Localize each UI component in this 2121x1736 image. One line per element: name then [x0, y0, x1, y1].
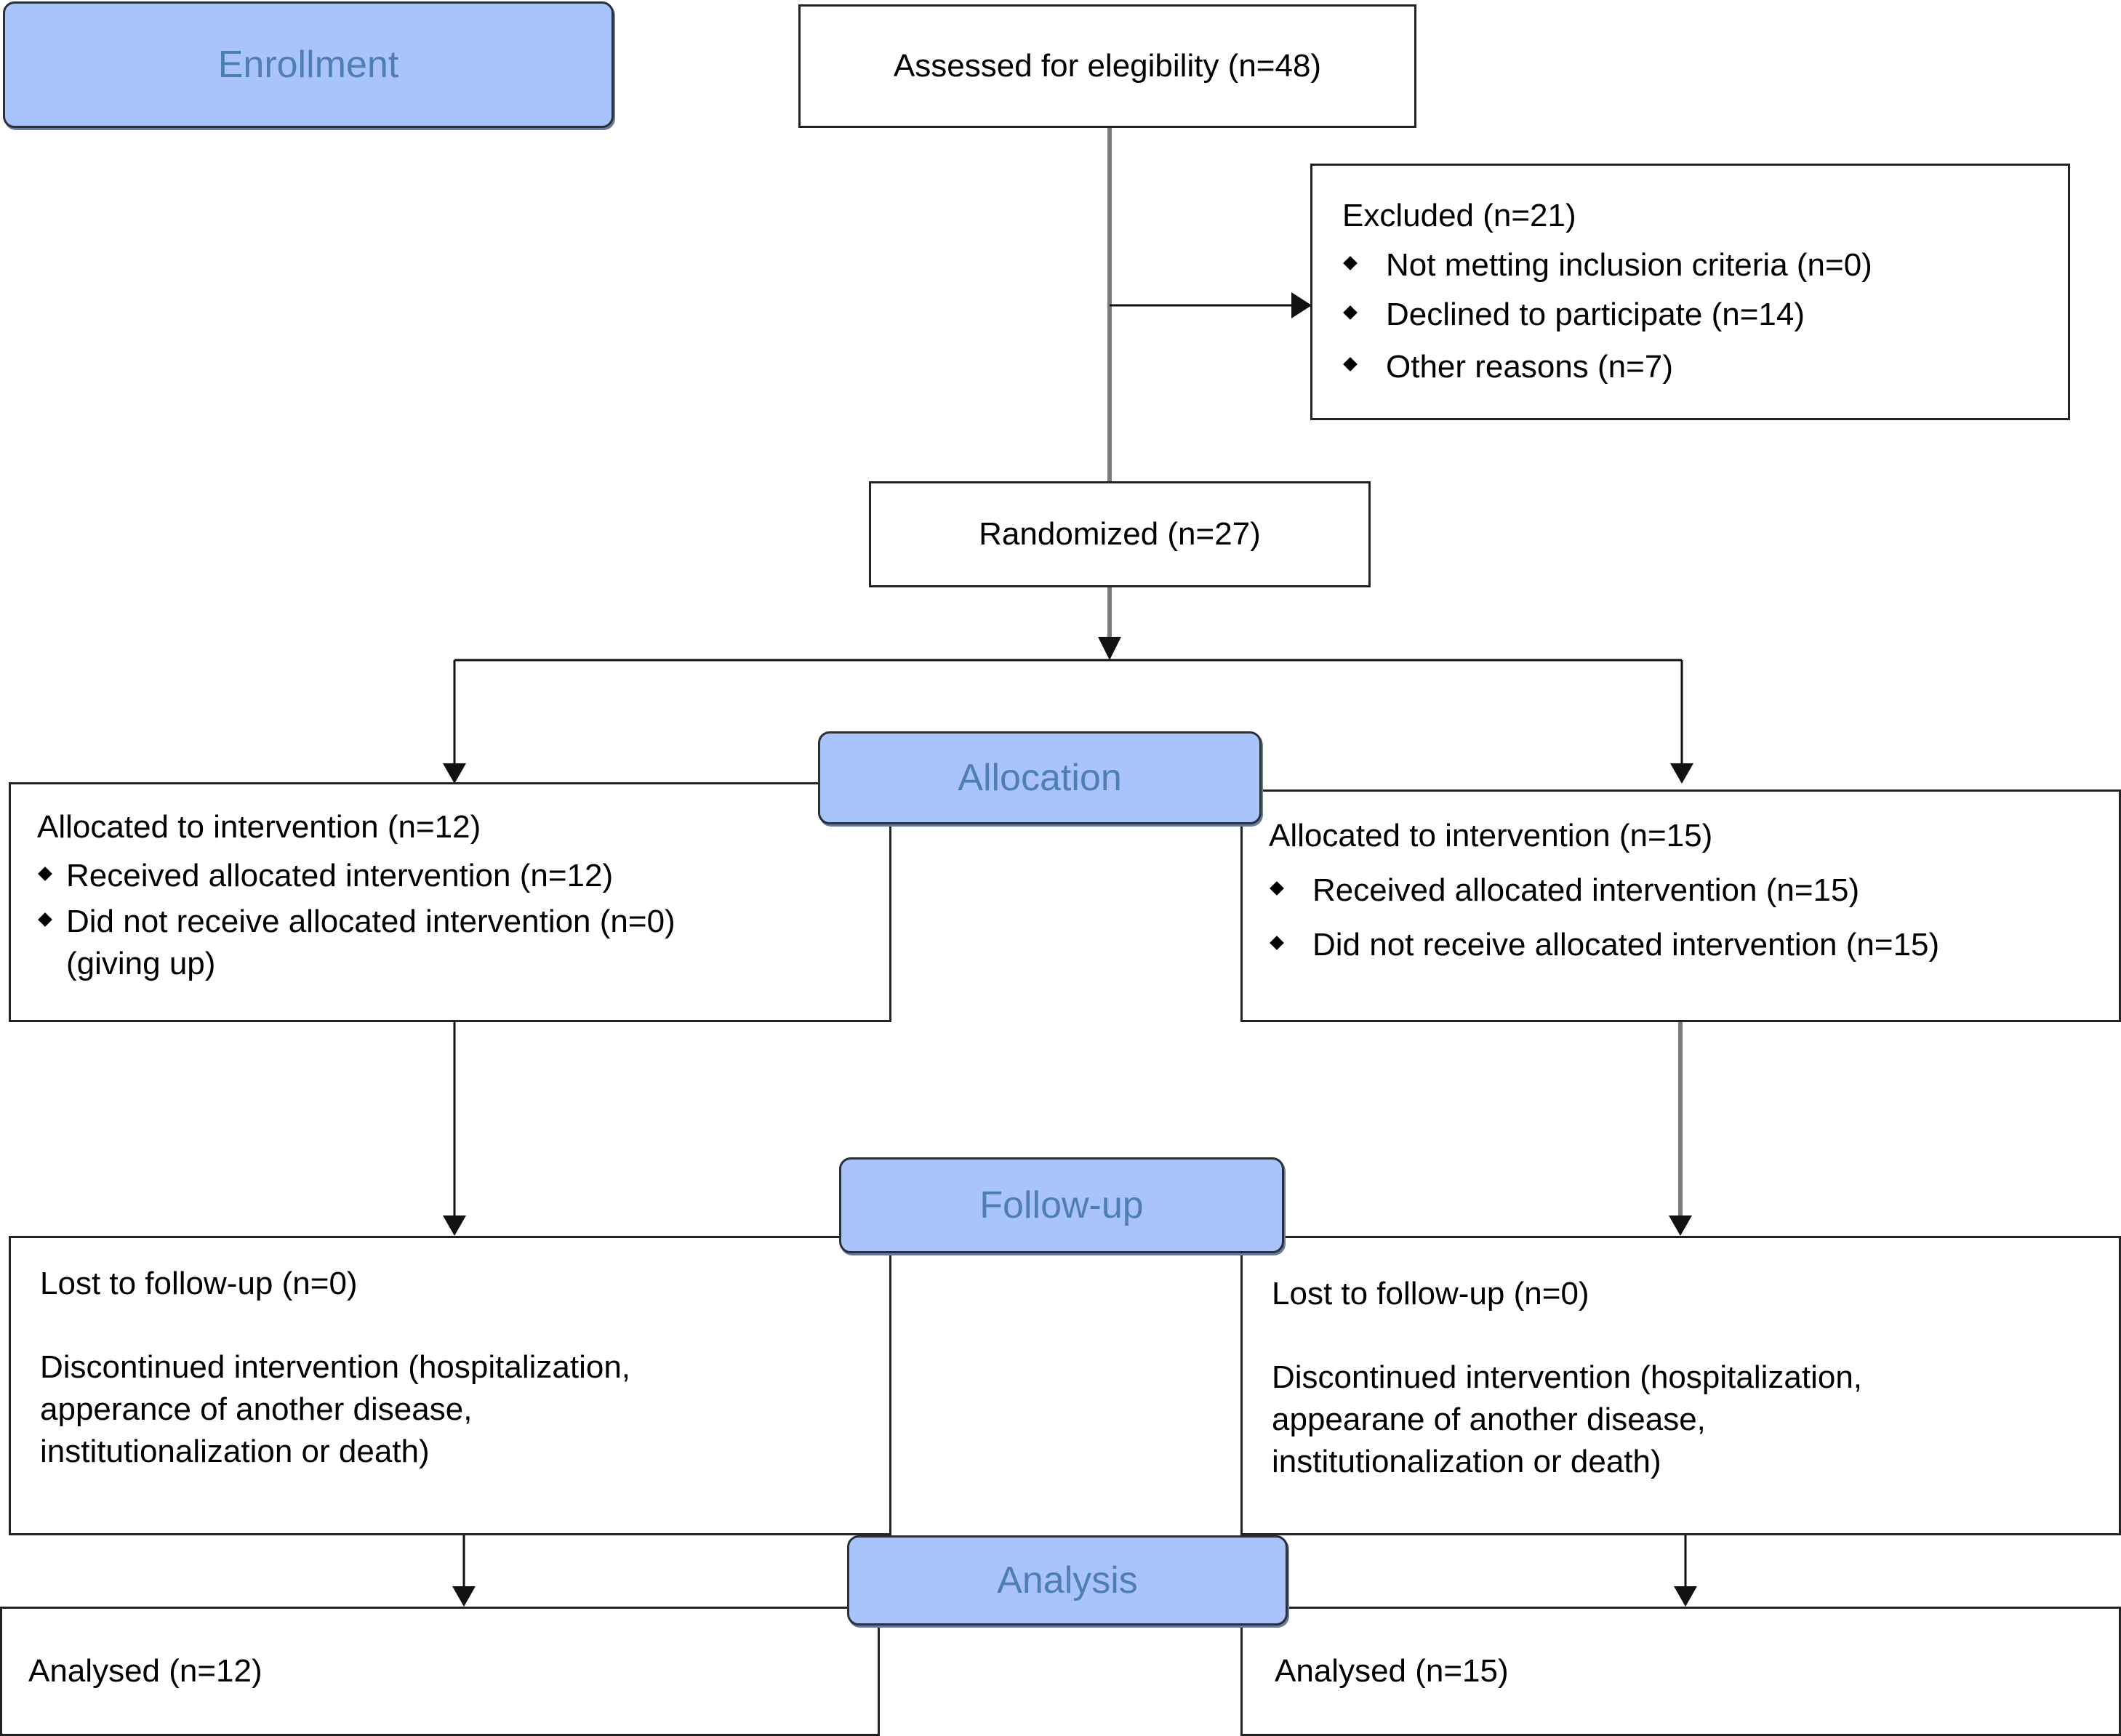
- excluded-title: Excluded (n=21): [1342, 198, 1576, 233]
- stage-follow-up: Follow-up: [839, 1157, 1284, 1253]
- allocation-left-item: Did not receive allocated intervention (…: [37, 901, 889, 942]
- bullet-diamond-icon: [38, 912, 52, 927]
- randomized-text: Randomized (n=27): [979, 516, 1261, 552]
- excluded-list: Not metting inclusion criteria (n=0) Dec…: [1342, 244, 2068, 387]
- allocation-right-item: Received allocated intervention (n=15): [1269, 869, 2119, 911]
- right-allocation-to-followup-arrow: [1669, 1022, 1692, 1236]
- randomized-box: Randomized (n=27): [869, 481, 1371, 587]
- allocation-right-title: Allocated to intervention (n=15): [1269, 818, 1713, 853]
- excluded-box: Excluded (n=21) Not metting inclusion cr…: [1310, 164, 2070, 420]
- stage-enrollment: Enrollment: [3, 1, 614, 128]
- randomized-arrow: [1098, 587, 1121, 660]
- right-followup-to-analysis-arrow: [1674, 1535, 1697, 1607]
- assessed-text: Assessed for elegibility (n=48): [893, 48, 1322, 84]
- followup-right-lost: Lost to follow-up (n=0): [1272, 1276, 1589, 1311]
- bullet-diamond-icon: [1343, 357, 1358, 371]
- excluded-item: Declined to participate (n=14): [1342, 294, 2068, 335]
- bullet-diamond-icon: [38, 866, 52, 881]
- analysed-left-text: Analysed (n=12): [28, 1653, 262, 1689]
- left-allocation-to-followup-arrow: [443, 1022, 466, 1236]
- stage-allocation-label: Allocation: [958, 757, 1122, 799]
- allocation-right-list: Received allocated intervention (n=15) D…: [1269, 869, 2119, 965]
- bullet-diamond-icon: [1343, 305, 1358, 320]
- allocation-left-item: Received allocated intervention (n=12): [37, 855, 889, 896]
- stage-allocation: Allocation: [818, 731, 1262, 824]
- followup-left-box: Lost to follow-up (n=0) Discontinued int…: [9, 1236, 891, 1535]
- allocation-left-note: (giving up): [66, 945, 216, 981]
- allocation-left-box: Allocated to intervention (n=12) Receive…: [9, 782, 891, 1022]
- excluded-arrow: [1110, 292, 1312, 318]
- analysed-right-text: Analysed (n=15): [1275, 1653, 1509, 1689]
- assessed-box: Assessed for elegibility (n=48): [798, 4, 1416, 128]
- stage-analysis: Analysis: [847, 1535, 1288, 1626]
- bullet-diamond-icon: [1343, 255, 1358, 270]
- allocation-left-list: Received allocated intervention (n=12) D…: [37, 855, 889, 942]
- allocation-right-box: Allocated to intervention (n=15) Receive…: [1240, 789, 2121, 1022]
- left-followup-to-analysis-arrow: [452, 1535, 476, 1607]
- bullet-diamond-icon: [1270, 880, 1284, 896]
- stage-analysis-label: Analysis: [997, 1559, 1138, 1602]
- split-connector: [443, 659, 1693, 784]
- excluded-item: Other reasons (n=7): [1342, 346, 2068, 387]
- allocation-left-title: Allocated to intervention (n=12): [37, 809, 481, 845]
- followup-left-lost: Lost to follow-up (n=0): [40, 1266, 358, 1301]
- bullet-diamond-icon: [1270, 935, 1284, 950]
- stage-enrollment-label: Enrollment: [217, 44, 399, 86]
- excluded-item: Not metting inclusion criteria (n=0): [1342, 244, 2068, 286]
- analysed-right-box: Analysed (n=15): [1240, 1607, 2121, 1736]
- stage-follow-up-label: Follow-up: [979, 1184, 1144, 1226]
- analysed-left-box: Analysed (n=12): [0, 1607, 880, 1736]
- followup-left-discontinued: Discontinued intervention (hospitalizati…: [40, 1349, 631, 1470]
- allocation-right-item: Did not receive allocated intervention (…: [1269, 924, 2119, 965]
- followup-right-box: Lost to follow-up (n=0) Discontinued int…: [1240, 1236, 2121, 1535]
- followup-right-discontinued: Discontinued intervention (hospitalizati…: [1272, 1359, 1863, 1480]
